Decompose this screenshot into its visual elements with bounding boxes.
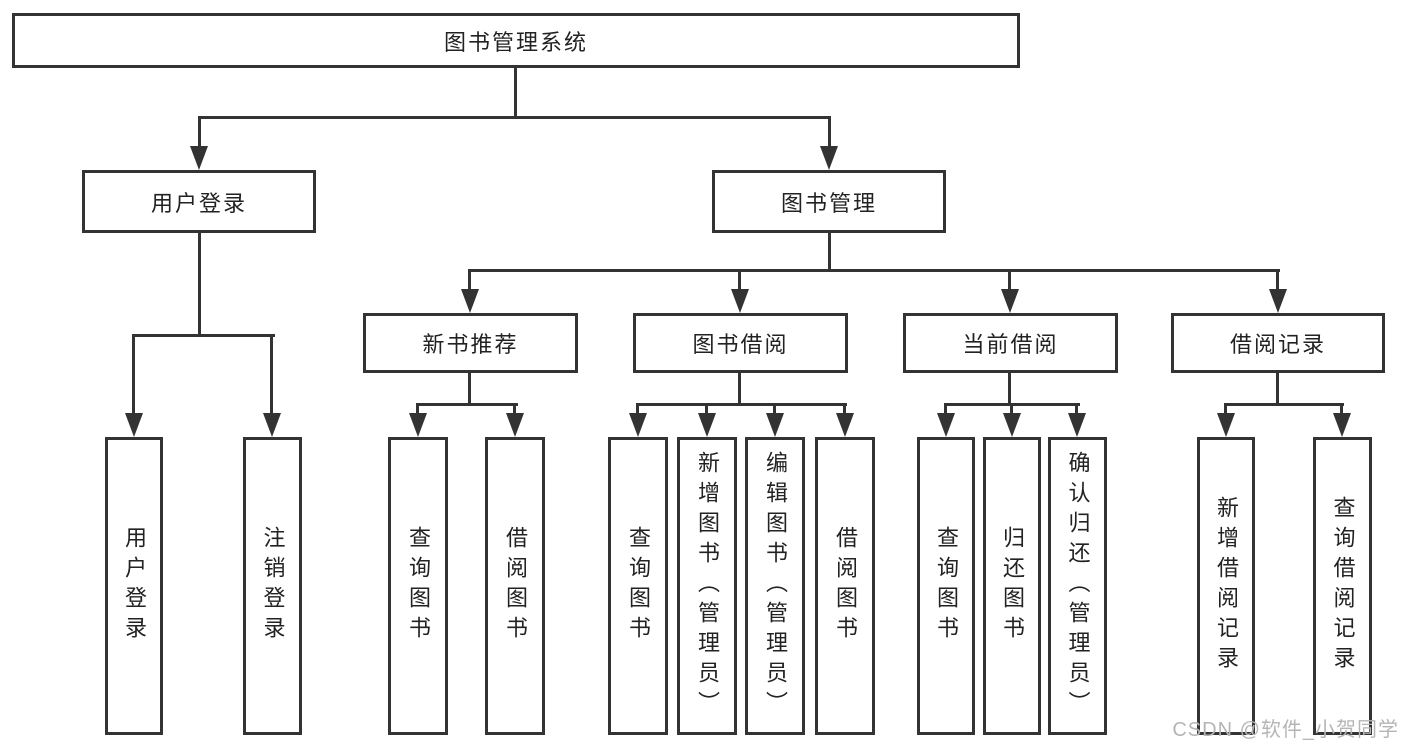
node-label: 编辑图书（管理员） [763,451,788,721]
arrow-down-icon [1003,413,1021,437]
node-logout: 注销登录 [243,437,302,735]
connector-line-horizontal [636,403,847,406]
arrow-down-icon [125,413,143,437]
arrow-down-icon [506,413,524,437]
connector-line-vertical [1075,403,1078,417]
arrow-down-icon [937,413,955,437]
node-query-books-recommend: 查询图书 [388,437,448,735]
connector-line-vertical [843,403,846,417]
watermark: CSDN @软件_小贺同学 [1172,719,1399,741]
arrow-down-icon [629,413,647,437]
node-label: 图书管理 [780,190,877,216]
arrow-down-icon [263,413,281,437]
node-borrow-books-borrowing: 借阅图书 [815,437,875,735]
node-label: 图书借阅 [692,332,789,357]
node-add-books-admin: 新增图书（管理员） [677,437,737,735]
arrow-down-icon [461,289,479,313]
connector-line-vertical [1224,403,1227,417]
node-label: 查询图书 [626,526,651,646]
node-library-system: 图书管理系统 [12,13,1020,68]
connector-line-vertical [270,334,273,415]
connector-line-horizontal [1224,403,1344,406]
connector-line-vertical [132,334,135,415]
node-label: 确认归还（管理员） [1065,451,1091,721]
node-book-management: 图书管理 [712,170,946,233]
connector-line-vertical [828,233,831,272]
connector-line-vertical [1340,403,1343,417]
node-label: 新增借阅记录 [1214,496,1239,676]
arrow-down-icon [1001,289,1019,313]
connector-line-vertical [514,68,517,118]
node-borrow-records: 借阅记录 [1171,313,1385,373]
connector-line-vertical [773,403,776,417]
connector-line-horizontal [468,269,1280,272]
connector-line-vertical [1276,373,1279,406]
connector-line-vertical [738,373,741,406]
node-new-book-recommend: 新书推荐 [363,313,578,373]
node-edit-books-admin: 编辑图书（管理员） [745,437,805,735]
connector-line-vertical [198,233,201,336]
arrow-down-icon [190,146,208,170]
connector-line-vertical [416,403,419,417]
node-query-borrow-record: 查询借阅记录 [1313,437,1372,735]
arrow-down-icon [1333,413,1351,437]
connector-line-vertical [944,403,947,417]
connector-line-vertical [738,269,741,291]
node-label: 当前借阅 [962,332,1059,357]
arrow-down-icon [731,289,749,313]
arrow-down-icon [1269,289,1287,313]
node-label: 归还图书 [1000,526,1025,646]
node-add-borrow-record: 新增借阅记录 [1197,437,1255,735]
connector-line-vertical [828,116,831,148]
arrow-down-icon [1217,413,1235,437]
node-label: 借阅图书 [833,526,858,646]
connector-line-horizontal [198,116,831,119]
node-borrow-books-recommend: 借阅图书 [485,437,545,735]
connector-line-vertical [1008,269,1011,291]
connector-line-vertical [198,116,201,148]
node-book-borrowing: 图书借阅 [633,313,848,373]
node-query-books-borrowing: 查询图书 [608,437,668,735]
node-label: 查询图书 [934,526,959,646]
connector-line-vertical [636,403,639,417]
node-return-books: 归还图书 [983,437,1041,735]
node-label: 新增图书（管理员） [695,451,720,721]
node-label: 借阅图书 [503,526,528,646]
connector-line-horizontal [132,334,275,337]
node-label: 注销登录 [260,526,286,646]
connector-line-horizontal [416,403,518,406]
node-label: 用户登录 [150,190,247,216]
arrow-down-icon [409,413,427,437]
node-label: 查询图书 [406,526,431,646]
node-label: 用户登录 [122,526,147,646]
connector-line-vertical [468,373,471,406]
arrow-down-icon [820,146,838,170]
connector-line-vertical [1008,373,1011,406]
node-label: 新书推荐 [422,332,519,357]
node-user-login-group: 用户登录 [82,170,316,233]
arrow-down-icon [1068,413,1086,437]
node-confirm-return-admin: 确认归还（管理员） [1048,437,1107,735]
connector-line-vertical [705,403,708,417]
arrow-down-icon [698,413,716,437]
node-query-books-current: 查询图书 [917,437,975,735]
arrow-down-icon [836,413,854,437]
arrow-down-icon [766,413,784,437]
node-label: 借阅记录 [1229,332,1326,357]
node-label: 查询借阅记录 [1330,496,1356,676]
node-current-borrowing: 当前借阅 [903,313,1118,373]
connector-line-vertical [1276,269,1279,291]
connector-line-vertical [513,403,516,417]
node-label: 图书管理系统 [443,29,588,55]
connector-line-vertical [1010,403,1013,417]
connector-line-vertical [468,269,471,291]
node-user-login: 用户登录 [105,437,163,735]
